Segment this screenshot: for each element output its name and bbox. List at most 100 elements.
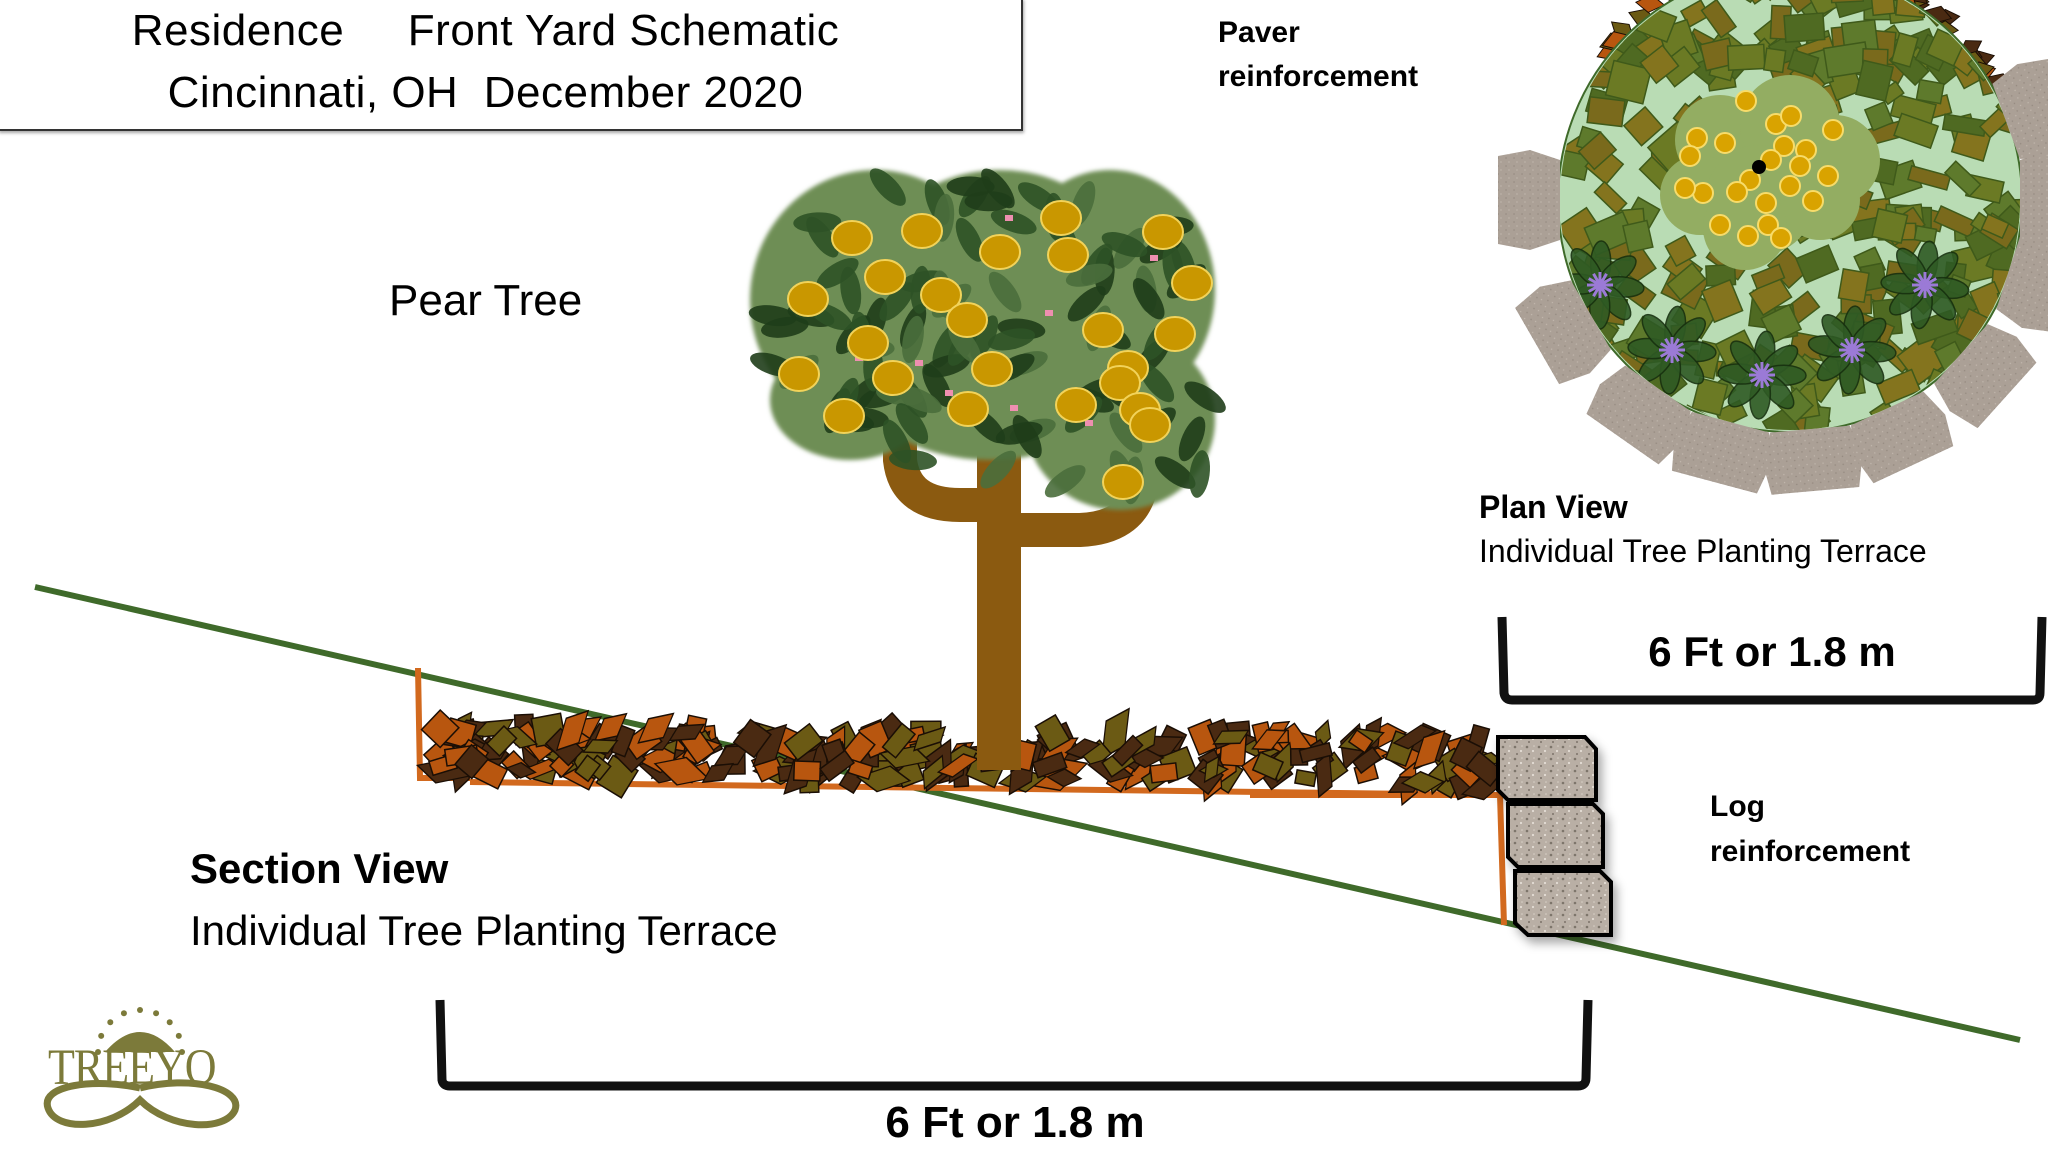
plan-mulch-chip xyxy=(1586,96,1626,128)
plan-mulch-chip xyxy=(1869,0,1896,17)
tree-fruits xyxy=(778,200,1213,500)
plan-mulch-chip xyxy=(1639,44,1680,85)
mulch-chip xyxy=(485,725,518,757)
plan-mulch-chip xyxy=(1622,219,1654,254)
leaf xyxy=(955,217,984,262)
logo-sprig xyxy=(137,1007,143,1013)
purple-flower-petal xyxy=(1912,277,1938,293)
pear-fruit xyxy=(1154,316,1196,352)
leaf xyxy=(980,450,1017,489)
leaf xyxy=(1184,381,1226,413)
bed-base-edging xyxy=(469,779,1501,798)
mulch-chip xyxy=(701,762,735,784)
plan-mulch-chip xyxy=(1871,207,1909,245)
mulch-chip xyxy=(668,723,706,742)
logo-sprig xyxy=(120,1010,127,1017)
pear-fruit xyxy=(971,351,1013,387)
mulch-chip xyxy=(1203,755,1220,784)
plan-mulch-chip xyxy=(1666,262,1707,301)
plan-fruit xyxy=(1757,214,1779,236)
plan-mulch-chip xyxy=(1995,0,2020,23)
pear-fruit xyxy=(1099,365,1141,401)
right-edging xyxy=(1250,792,1507,926)
mulch-chip xyxy=(922,754,945,791)
plan-mulch-edge-chip xyxy=(1634,0,1666,14)
mulch-chip xyxy=(574,754,602,783)
plan-fruit xyxy=(1817,165,1839,187)
mulch-chip xyxy=(1149,762,1179,784)
plan-dimension-bracket xyxy=(1497,616,2047,705)
plan-view-subtitle: Individual Tree Planting Terrace xyxy=(1479,533,1927,569)
plan-mulch-chip xyxy=(1783,12,1826,44)
leaf xyxy=(902,315,924,363)
purple-flower-petal xyxy=(1839,342,1865,358)
leaf xyxy=(1109,412,1143,453)
leaf xyxy=(1067,285,1106,322)
plan-mulch-chip xyxy=(1604,59,1653,105)
logo-sprig xyxy=(166,1019,173,1026)
mulch-chip xyxy=(1212,729,1250,745)
logo-sprig xyxy=(179,1049,185,1055)
leaf xyxy=(1189,450,1211,498)
pear-fruit xyxy=(823,398,865,434)
paver-reinforcement-label-line1: Paver xyxy=(1218,16,1300,49)
pear-fruit xyxy=(1102,464,1144,500)
paver-ring xyxy=(1498,58,2048,495)
purple-flower-petal xyxy=(1749,367,1775,383)
leaf xyxy=(1154,456,1196,489)
plan-fruit xyxy=(1737,225,1759,247)
logo-sprig xyxy=(98,1032,105,1039)
plan-mulch-chip xyxy=(1975,0,2020,19)
mulch-chip xyxy=(1351,746,1382,775)
leaf xyxy=(987,328,1036,351)
leaf xyxy=(1044,465,1086,498)
plan-mulch-chip xyxy=(1560,0,1583,15)
purple-flower-petal xyxy=(1659,342,1685,358)
plan-mulch-chip xyxy=(1907,164,1952,191)
paver-stone xyxy=(1762,425,1863,495)
mulch-chip xyxy=(732,718,772,759)
plan-mulch-chip xyxy=(1933,205,1978,239)
plan-mulch-chip xyxy=(1762,47,1787,74)
leaf xyxy=(1012,415,1042,459)
plan-mulch-chip xyxy=(1786,49,1820,78)
paver-stone xyxy=(1850,391,1954,484)
plan-mulch-chip xyxy=(1691,377,1729,417)
mulch-chip xyxy=(1251,751,1285,781)
blossom xyxy=(1150,255,1158,261)
groundcover-plant xyxy=(1880,240,1970,330)
plan-fruit xyxy=(1692,182,1714,204)
leaf xyxy=(806,216,839,258)
plan-mulch-chip xyxy=(1750,263,1786,290)
plan-mulch-edge-chip xyxy=(1905,0,1928,5)
mulch-chip xyxy=(1045,768,1083,788)
paver-stone xyxy=(1992,58,2048,159)
log-reinforcement-label-line2: reinforcement xyxy=(1710,835,1911,868)
log-block xyxy=(1496,735,1598,802)
pear-fruit xyxy=(947,391,989,427)
title-line-2: Cincinnati, OH December 2020 xyxy=(167,68,804,117)
plan-fruit xyxy=(1679,145,1701,167)
groundcover-plant xyxy=(1717,330,1807,420)
plan-mulch-chip xyxy=(1971,2,2012,44)
paver-stone xyxy=(1586,365,1691,465)
mulch-chip xyxy=(420,708,460,749)
mulch-chip xyxy=(912,725,947,752)
plan-mulch-chip xyxy=(1577,0,1613,19)
plan-mulch-chip xyxy=(1775,0,1819,14)
section-dimension-label: 6 Ft or 1.8 m xyxy=(885,1098,1145,1147)
logo-text: TREEYO xyxy=(48,1039,217,1096)
pear-fruit xyxy=(1040,200,1082,236)
plan-mulch-chip xyxy=(1561,27,1588,52)
plan-mulch-chip xyxy=(1890,31,1920,68)
mulch-chip xyxy=(783,722,824,762)
plan-fruit xyxy=(1780,105,1802,127)
mulch-chip xyxy=(1294,769,1318,788)
mulch-chip xyxy=(936,753,980,778)
log-block xyxy=(1506,802,1605,869)
blossom xyxy=(1045,310,1053,316)
pear-fruit xyxy=(920,277,962,313)
mulch-chip xyxy=(1298,741,1334,764)
leaf xyxy=(869,168,906,206)
treeyo-logo xyxy=(43,1007,240,1129)
